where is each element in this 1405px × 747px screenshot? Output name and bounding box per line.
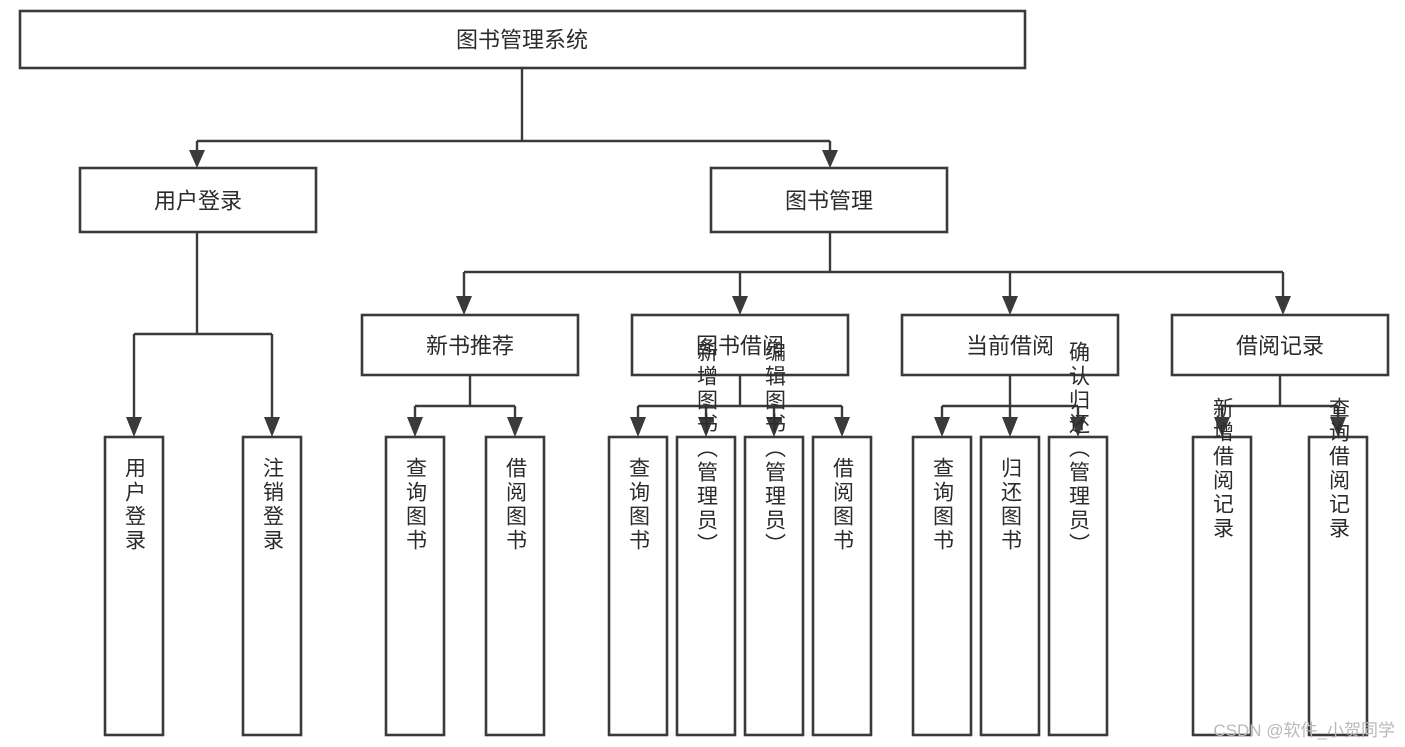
- node-borrow-record[interactable]: 借阅记录: [1170, 313, 1390, 377]
- node-root-box[interactable]: [18, 9, 1027, 70]
- arrow-head-leaf-1: [126, 417, 142, 437]
- node-leaf-11-label: 确认归还（管理员）: [1067, 341, 1091, 557]
- arrow-head-leaf-5: [630, 417, 646, 437]
- node-leaf-3-box[interactable]: [384, 435, 446, 737]
- node-leaf-1-box[interactable]: [103, 435, 165, 737]
- node-leaf-8[interactable]: 借阅图书: [811, 435, 873, 737]
- node-leaf-3[interactable]: 查询图书: [384, 435, 446, 737]
- arrow-head-leaf-4: [507, 417, 523, 437]
- arrow-head-leaf-11: [1070, 417, 1086, 437]
- arrow-head-leaf-3: [407, 417, 423, 437]
- node-leaf-13[interactable]: 查询借阅记录: [1307, 397, 1369, 737]
- node-leaf-8-label: 借阅图书: [831, 457, 855, 553]
- node-leaf-9[interactable]: 查询图书: [911, 435, 973, 737]
- node-leaf-2[interactable]: 注销登录: [241, 435, 303, 737]
- arrow-head-book-borrow: [732, 296, 748, 315]
- node-leaf-7-box[interactable]: [743, 435, 805, 737]
- node-leaf-5[interactable]: 查询图书: [607, 435, 669, 737]
- node-leaf-6-box[interactable]: [675, 435, 737, 737]
- arrow-head-current-borrow: [1002, 296, 1018, 315]
- node-leaf-10[interactable]: 归还图书: [979, 435, 1041, 737]
- node-leaf-6-label: 新增图书（管理员）: [695, 341, 719, 557]
- node-book-manage[interactable]: 图书管理: [709, 166, 949, 234]
- node-borrow-record-label: 借阅记录: [1236, 334, 1324, 359]
- node-book-manage-box[interactable]: [709, 166, 949, 234]
- node-leaf-10-label: 归还图书: [999, 457, 1023, 553]
- node-new-book-rec[interactable]: 新书推荐: [360, 313, 580, 377]
- arrow-head-leaf-7: [766, 417, 782, 437]
- node-current-borrow[interactable]: 当前借阅: [900, 313, 1120, 377]
- node-leaf-12[interactable]: 新增借阅记录: [1191, 397, 1253, 737]
- node-leaf-11[interactable]: 确认归还（管理员）: [1047, 341, 1109, 737]
- node-leaf-11-box[interactable]: [1047, 435, 1109, 737]
- node-user-login-label: 用户登录: [154, 189, 242, 214]
- node-leaf-10-box[interactable]: [979, 435, 1041, 737]
- node-user-login-box[interactable]: [78, 166, 318, 234]
- watermark-text: CSDN @软件_小贺同学: [1213, 721, 1395, 740]
- node-leaf-7-label: 编辑图书（管理员）: [763, 341, 787, 557]
- arrow-head-leaf-12: [1214, 417, 1230, 437]
- arrow-head-new-book-rec: [456, 296, 472, 315]
- node-leaf-4-label: 借阅图书: [504, 457, 528, 553]
- node-user-login[interactable]: 用户登录: [78, 166, 318, 234]
- node-leaf-9-box[interactable]: [911, 435, 973, 737]
- node-book-manage-label: 图书管理: [785, 189, 873, 214]
- arrow-head-leaf-8: [834, 417, 850, 437]
- arrow-head-borrow-record: [1275, 296, 1291, 315]
- node-leaf-1-label: 用户登录: [123, 457, 147, 553]
- node-leaf-4[interactable]: 借阅图书: [484, 435, 546, 737]
- node-borrow-record-box[interactable]: [1170, 313, 1390, 377]
- node-new-book-rec-label: 新书推荐: [426, 334, 514, 359]
- node-leaf-4-box[interactable]: [484, 435, 546, 737]
- node-root-label: 图书管理系统: [456, 28, 588, 53]
- node-leaf-1[interactable]: 用户登录: [103, 435, 165, 737]
- node-book-borrow-box[interactable]: [630, 313, 850, 377]
- connector-layer: [126, 68, 1346, 437]
- node-current-borrow-label: 当前借阅: [966, 334, 1054, 359]
- node-leaf-3-label: 查询图书: [404, 457, 428, 553]
- node-leaf-13-label: 查询借阅记录: [1327, 397, 1351, 541]
- arrow-head-user-login: [189, 150, 205, 168]
- node-leaf-13-box[interactable]: [1307, 435, 1369, 737]
- arrow-head-leaf-2: [264, 417, 280, 437]
- node-current-borrow-box[interactable]: [900, 313, 1120, 377]
- node-new-book-rec-box[interactable]: [360, 313, 580, 377]
- node-leaf-9-label: 查询图书: [931, 457, 955, 553]
- node-leaf-2-label: 注销登录: [261, 457, 285, 553]
- arrow-head-book-manage: [822, 150, 838, 168]
- node-book-borrow[interactable]: 图书借阅: [630, 313, 850, 377]
- arrow-head-leaf-6: [698, 417, 714, 437]
- node-leaf-12-label: 新增借阅记录: [1211, 397, 1235, 541]
- node-leaf-5-box[interactable]: [607, 435, 669, 737]
- node-book-borrow-label: 图书借阅: [696, 334, 784, 359]
- arrow-head-leaf-9: [934, 417, 950, 437]
- node-leaf-5-label: 查询图书: [627, 457, 651, 553]
- node-leaf-8-box[interactable]: [811, 435, 873, 737]
- arrow-head-leaf-13: [1330, 417, 1346, 437]
- node-leaf-2-box[interactable]: [241, 435, 303, 737]
- node-leaf-6[interactable]: 新增图书（管理员）: [675, 341, 737, 737]
- arrow-head-leaf-10: [1002, 417, 1018, 437]
- node-leaf-7[interactable]: 编辑图书（管理员）: [743, 341, 805, 737]
- node-root[interactable]: 图书管理系统: [18, 9, 1027, 70]
- node-leaf-12-box[interactable]: [1191, 435, 1253, 737]
